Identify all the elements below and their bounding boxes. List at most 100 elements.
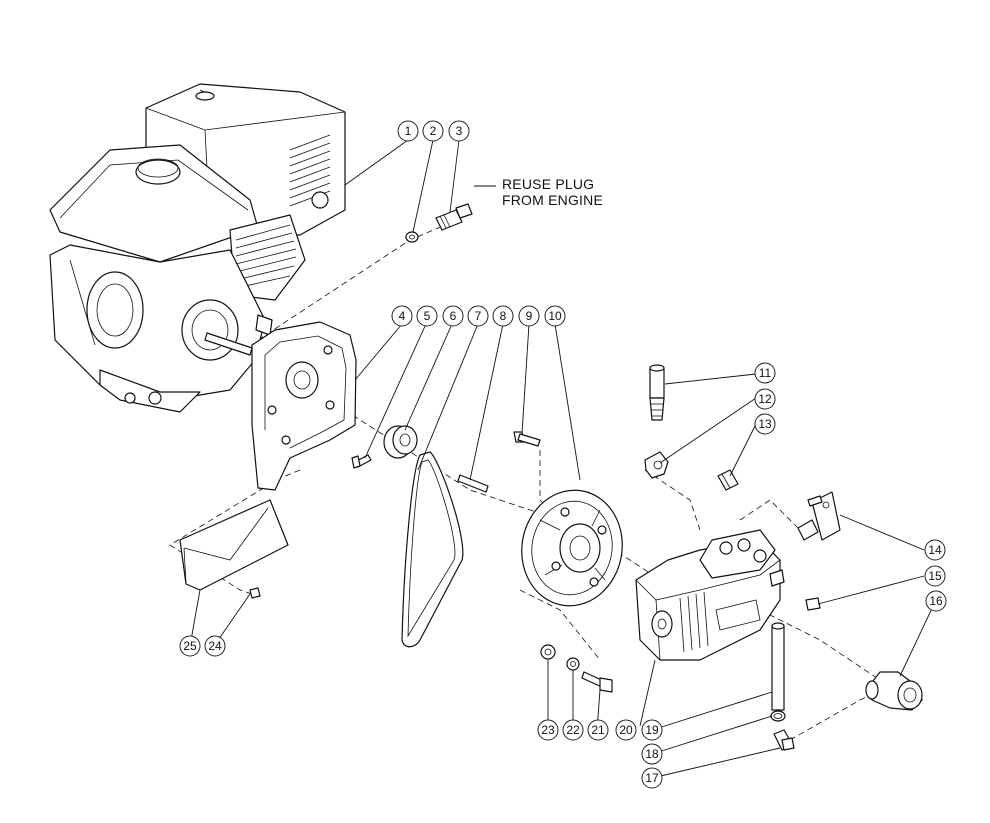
callout-21: 21	[587, 719, 609, 741]
callout-label: 9	[526, 309, 533, 323]
callout-25: 25	[179, 635, 201, 657]
callout-22: 22	[562, 719, 584, 741]
callout-20: 20	[615, 719, 637, 741]
callout-circle	[492, 305, 514, 327]
callout-5: 5	[416, 305, 438, 327]
callout-circle	[754, 388, 776, 410]
valve-part-14	[797, 491, 841, 541]
callout-3: 3	[448, 120, 470, 142]
reuse-plug-note: REUSE PLUG FROM ENGINE	[502, 176, 603, 208]
callout-label: 11	[759, 366, 772, 380]
callout-label: 7	[475, 309, 482, 323]
washer-part-2	[405, 231, 419, 243]
oring-part-18	[770, 710, 786, 722]
callout-circle	[924, 539, 946, 561]
leader-lines	[189, 139, 937, 779]
callout-circle	[754, 413, 776, 435]
callout-label: 16	[929, 594, 943, 608]
callout-2: 2	[422, 120, 444, 142]
callout-label: 3	[456, 124, 463, 138]
callout-14: 14	[924, 539, 946, 561]
screw-part-24	[249, 587, 261, 599]
callout-circle	[544, 305, 566, 327]
callout-label: 24	[208, 639, 222, 653]
callout-circle	[641, 719, 663, 741]
callout-circle	[924, 565, 946, 587]
engine	[49, 83, 346, 413]
callout-8: 8	[492, 305, 514, 327]
bolt-part-9	[513, 431, 541, 447]
callout-11: 11	[754, 362, 776, 384]
elbow-part-12	[644, 451, 669, 479]
key-part-8	[457, 474, 489, 493]
callout-circle	[641, 743, 663, 765]
tee-part-16	[865, 671, 923, 711]
callout-circle	[641, 767, 663, 789]
callout-circle	[615, 719, 637, 741]
callout-13: 13	[754, 413, 776, 435]
callout-6: 6	[442, 305, 464, 327]
callout-label: 10	[548, 309, 562, 323]
callout-label: 20	[619, 723, 633, 737]
callout-19: 19	[641, 719, 663, 741]
callout-label: 1	[405, 124, 412, 138]
callout-circle	[448, 120, 470, 142]
callout-18: 18	[641, 743, 663, 765]
callout-label: 14	[928, 543, 942, 557]
callout-circle	[587, 719, 609, 741]
plug-part-15	[805, 597, 821, 611]
pump-part-20	[635, 529, 785, 661]
note-line-1: REUSE PLUG	[502, 176, 595, 192]
callout-label: 25	[183, 639, 197, 653]
plug-part-3	[435, 203, 473, 231]
callout-1: 1	[397, 120, 419, 142]
callout-label: 19	[645, 723, 659, 737]
callout-12: 12	[754, 388, 776, 410]
callout-label: 5	[424, 309, 431, 323]
flange-part-10	[521, 489, 623, 607]
callout-label: 21	[591, 723, 605, 737]
callout-circle	[179, 635, 201, 657]
bolt-part-21	[581, 671, 613, 693]
guard-part-25	[179, 499, 289, 591]
screw-part-5	[351, 454, 372, 469]
callout-10: 10	[544, 305, 566, 327]
callout-label: 15	[928, 569, 942, 583]
lockwasher-part-22	[566, 657, 580, 671]
callout-16: 16	[925, 590, 947, 612]
unloader-part-11	[649, 364, 665, 421]
callout-24: 24	[204, 635, 226, 657]
callout-label: 18	[645, 747, 659, 761]
callout-9: 9	[518, 305, 540, 327]
callout-circle	[754, 362, 776, 384]
callout-label: 13	[758, 417, 772, 431]
callout-circle	[204, 635, 226, 657]
callout-label: 17	[645, 771, 659, 785]
callout-label: 2	[430, 124, 437, 138]
callout-circle	[537, 719, 559, 741]
callout-label: 4	[399, 309, 406, 323]
callout-15: 15	[924, 565, 946, 587]
pulley-part-6	[383, 425, 418, 459]
callout-label: 22	[566, 723, 580, 737]
callout-circle	[422, 120, 444, 142]
callout-23: 23	[537, 719, 559, 741]
callout-circle	[467, 305, 489, 327]
note-line-2: FROM ENGINE	[502, 192, 603, 208]
fitting-part-17	[773, 729, 795, 751]
callout-circle	[416, 305, 438, 327]
fitting-part-13	[717, 469, 739, 491]
callout-4: 4	[391, 305, 413, 327]
washer-part-23	[540, 644, 556, 660]
bracket-part-4	[251, 321, 357, 491]
callout-circle	[562, 719, 584, 741]
callout-circle	[518, 305, 540, 327]
callout-17: 17	[641, 767, 663, 789]
callout-circle	[925, 590, 947, 612]
callout-label: 8	[500, 309, 507, 323]
callout-label: 23	[541, 723, 555, 737]
callout-circle	[442, 305, 464, 327]
